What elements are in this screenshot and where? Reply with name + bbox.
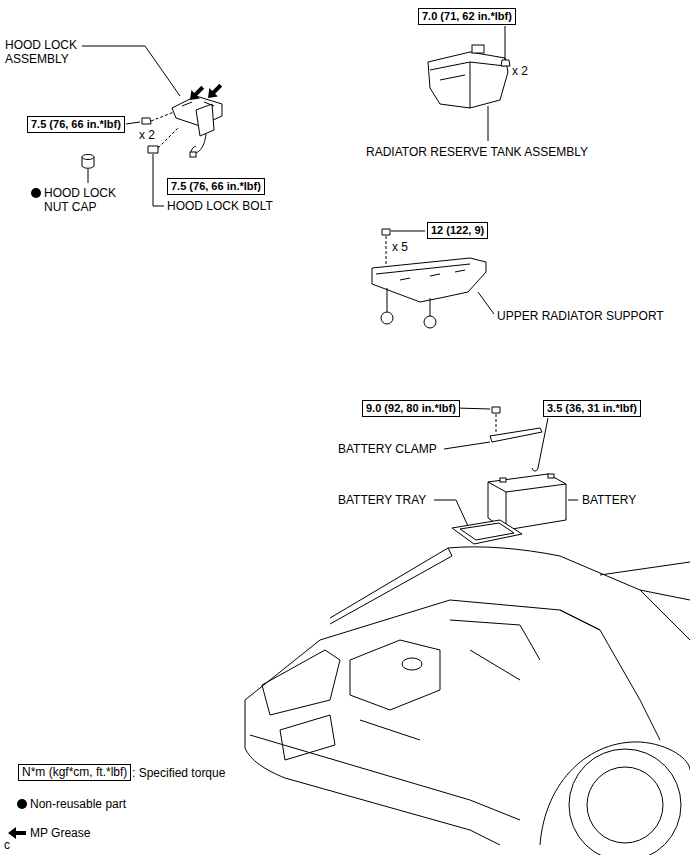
torque-box: 3.5 (36, 31 in.*lbf) (543, 400, 641, 417)
torque-box: 9.0 (92, 80 in.*lbf) (362, 400, 460, 417)
torque-value: 7.0 (71, 62 in.*lbf) (422, 10, 512, 23)
part-label: BATTERY CLAMP (338, 442, 437, 456)
part-label: BATTERY TRAY (338, 493, 426, 507)
figure-code: c (4, 838, 10, 852)
torque-value: 7.5 (76, 66 in.*lbf) (171, 180, 261, 193)
part-label: HOOD LOCK BOLT (167, 199, 273, 213)
torque-value: N*m (kgf*cm, ft.*lbf) (22, 766, 127, 779)
vehicle-drawing (245, 547, 690, 855)
legend-text: Non-reusable part (30, 797, 126, 811)
torque-box: 7.0 (71, 62 in.*lbf) (418, 8, 516, 25)
quantity-label: x 2 (139, 128, 155, 142)
legend-text: : Specified torque (132, 766, 225, 780)
battery-drawing (434, 407, 578, 544)
torque-value: 7.5 (76, 66 in.*lbf) (31, 118, 121, 131)
torque-box: 7.5 (76, 66 in.*lbf) (167, 178, 265, 195)
legend-text: MP Grease (30, 826, 90, 840)
torque-box: N*m (kgf*cm, ft.*lbf) (18, 764, 131, 781)
part-label: RADIATOR RESERVE TANK ASSEMBLY (366, 145, 588, 159)
legend-symbols (8, 799, 27, 839)
torque-value: 12 (122, 9) (431, 224, 484, 237)
part-label: HOOD LOCK NUT CAP (44, 186, 126, 214)
reserve-tank-drawing (428, 26, 510, 141)
torque-value: 3.5 (36, 31 in.*lbf) (547, 402, 637, 415)
torque-box: 7.5 (76, 66 in.*lbf) (27, 116, 125, 133)
torque-value: 9.0 (92, 80 in.*lbf) (366, 402, 456, 415)
quantity-label: x 5 (392, 240, 408, 254)
radiator-support-drawing (372, 229, 494, 328)
part-label: UPPER RADIATOR SUPPORT (497, 309, 664, 323)
part-label: BATTERY (582, 493, 636, 507)
quantity-label: x 2 (512, 64, 528, 78)
part-label: HOOD LOCK ASSEMBLY (5, 38, 100, 66)
torque-box: 12 (122, 9) (427, 222, 488, 239)
